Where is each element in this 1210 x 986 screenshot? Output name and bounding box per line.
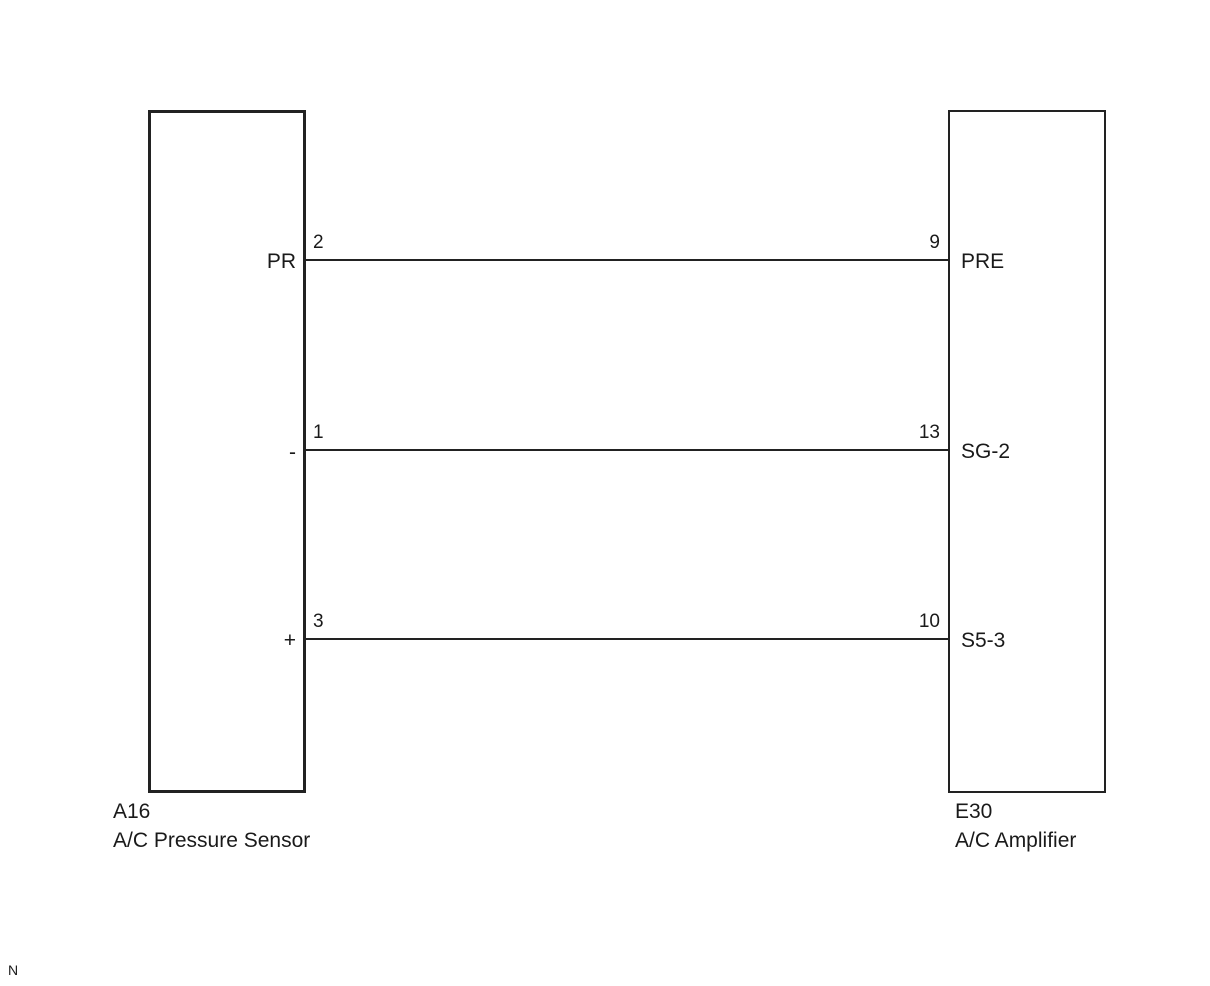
left-signal-minus: - bbox=[289, 441, 296, 464]
right-pin-13: 13 bbox=[918, 422, 940, 443]
right-signal-s53: S5-3 bbox=[961, 629, 1006, 652]
right-pin-9: 9 bbox=[929, 232, 940, 253]
left-signal-pr: PR bbox=[266, 250, 296, 273]
right-signal-pre: PRE bbox=[961, 250, 1005, 273]
left-signal-plus: + bbox=[283, 629, 296, 652]
right-pin-10: 10 bbox=[918, 611, 940, 632]
left-pin-1: 1 bbox=[313, 422, 324, 443]
a16-pressure-sensor-box bbox=[148, 110, 306, 793]
right-connector-id: E30 bbox=[955, 800, 993, 823]
left-connector-id: A16 bbox=[113, 800, 151, 823]
wire-minus-sg2 bbox=[305, 449, 949, 451]
right-signal-sg2: SG-2 bbox=[961, 440, 1011, 463]
left-pin-2: 2 bbox=[313, 232, 324, 253]
e30-amplifier-box bbox=[948, 110, 1106, 793]
wire-pr-pre bbox=[305, 259, 949, 261]
wire-plus-s53 bbox=[305, 638, 949, 640]
right-connector-name: A/C Amplifier bbox=[955, 829, 1077, 852]
corner-mark: N bbox=[8, 962, 19, 978]
left-connector-name: A/C Pressure Sensor bbox=[113, 829, 311, 852]
left-pin-3: 3 bbox=[313, 611, 324, 632]
